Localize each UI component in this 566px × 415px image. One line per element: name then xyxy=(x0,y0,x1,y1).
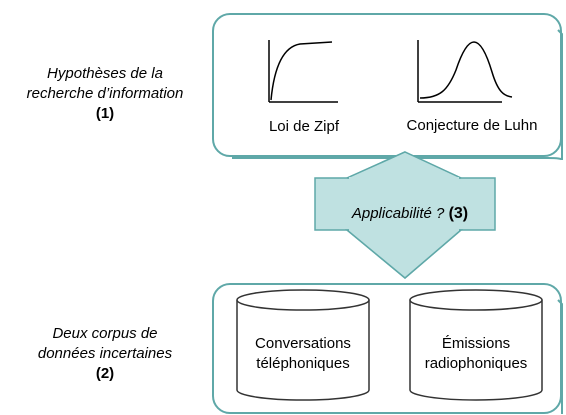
corpus-number: (2) xyxy=(95,365,115,382)
cylinder-conversations xyxy=(236,289,370,401)
conversations-line1: Conversations xyxy=(255,335,351,352)
conversations-line2: téléphoniques xyxy=(256,355,350,372)
emissions-label: Émissions radiophoniques xyxy=(406,334,546,374)
luhn-curve xyxy=(419,41,513,99)
hypotheses-label: Hypothèses de la recherche d’information… xyxy=(0,64,210,124)
conversations-label: Conversations téléphoniques xyxy=(233,334,373,374)
hypotheses-number: (1) xyxy=(95,105,115,122)
corpus-label: Deux corpus de données incertaines (2) xyxy=(0,324,210,384)
zipf-graph xyxy=(268,40,338,103)
arrow-head-down xyxy=(344,229,464,279)
arrow-head-up xyxy=(346,151,462,179)
corpus-line2: données incertaines xyxy=(37,345,173,362)
zipf-curve xyxy=(270,41,333,101)
corpus-line1: Deux corpus de xyxy=(52,325,158,342)
zipf-label: Loi de Zipf xyxy=(268,118,340,135)
applicability-question: Applicabilité ? xyxy=(351,205,445,222)
bottom-panel-shadow xyxy=(557,299,563,414)
luhn-label: Conjecture de Luhn xyxy=(406,117,538,134)
applicability-number: (3) xyxy=(448,205,469,222)
applicability-box xyxy=(314,177,496,231)
cylinder-emissions xyxy=(409,289,543,401)
emissions-line2: radiophoniques xyxy=(424,355,528,372)
emissions-line1: Émissions xyxy=(441,335,511,352)
top-panel-shadow xyxy=(232,29,563,161)
applicability-text: Applicabilité ? (3) xyxy=(310,205,510,223)
luhn-graph xyxy=(417,40,513,103)
hypotheses-line1: Hypothèses de la xyxy=(47,65,163,82)
hypotheses-line2: recherche d’information xyxy=(26,85,184,102)
